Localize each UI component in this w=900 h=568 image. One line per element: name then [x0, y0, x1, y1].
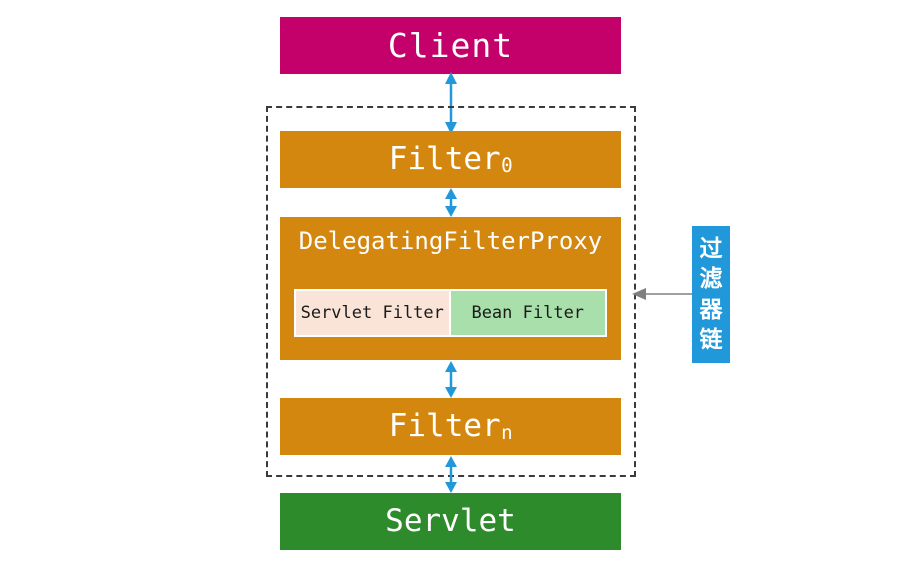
annotation-filter-chain-label: 过 滤 器 链	[692, 226, 730, 363]
delegating-filter-proxy-inner-row: Servlet Filter Bean Filter	[294, 289, 607, 337]
connector-annotation-to-filter-chain	[632, 288, 694, 300]
annotation-char-2: 滤	[699, 266, 723, 293]
node-servlet-label: Servlet	[385, 503, 516, 539]
node-bean-filter: Bean Filter	[450, 291, 605, 335]
node-filter-first-subscript: 0	[501, 153, 513, 177]
node-filter-last-label: Filter	[388, 408, 501, 444]
node-servlet-filter: Servlet Filter	[296, 291, 451, 335]
node-client-label: Client	[387, 26, 514, 65]
node-servlet-filter-label: Servlet Filter	[300, 302, 444, 323]
node-servlet: Servlet	[280, 493, 621, 550]
node-delegating-filter-proxy-label: DelegatingFilterProxy	[298, 227, 603, 255]
node-filter-last-subscript: n	[501, 420, 513, 444]
node-filter-first-label: Filter	[388, 141, 501, 177]
annotation-char-4: 链	[699, 326, 723, 353]
node-client: Client	[280, 17, 621, 74]
annotation-char-3: 器	[699, 296, 723, 323]
annotation-char-1: 过	[699, 235, 723, 262]
node-bean-filter-label: Bean Filter	[471, 302, 585, 323]
node-delegating-filter-proxy: DelegatingFilterProxy Servlet Filter Bea…	[280, 217, 621, 360]
